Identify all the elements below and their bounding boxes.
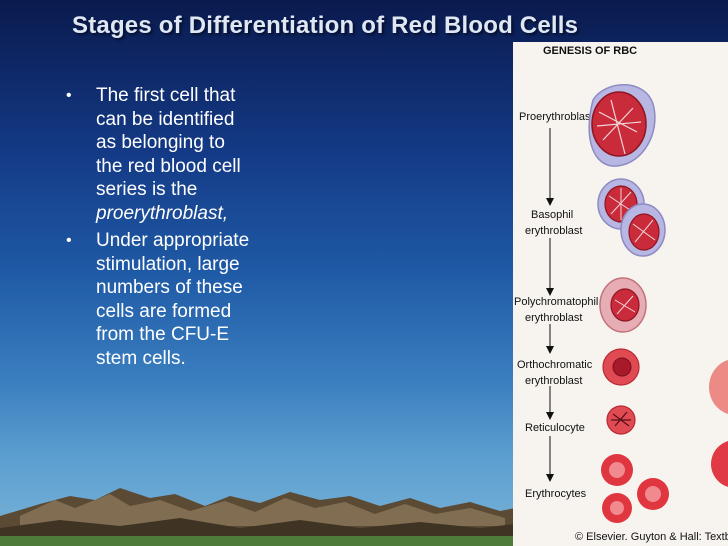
stage-label-polychromatophil: erythroblast <box>525 312 582 324</box>
basophil-erythroblast-cells <box>597 178 666 257</box>
bullet-line: as belonging to <box>96 132 225 153</box>
bullet-line: the red blood cell <box>96 155 241 177</box>
bullet-marker: • <box>66 232 72 249</box>
bullet-line: can be identified <box>96 108 235 130</box>
bullet-line: series is the <box>96 179 198 200</box>
erythrocyte-cells <box>601 454 669 523</box>
bullet-line: numbers of these <box>96 277 243 298</box>
mountain-highlights <box>20 494 505 526</box>
bullet-item: • Under appropriate stimulation, large n… <box>66 229 306 370</box>
stage-label-orthochromatic: erythroblast <box>525 375 582 387</box>
ground <box>0 536 515 546</box>
stage-label-reticulocyte: Reticulocyte <box>525 422 585 434</box>
bullet-line-italic: proerythroblast, <box>96 202 229 224</box>
bullet-line: from the CFU-E <box>96 324 230 345</box>
polychromatophil-erythroblast-cell <box>599 277 647 333</box>
bullet-line: cells are formed <box>96 300 232 322</box>
bullet-list: • The first cell that can be identified … <box>66 84 306 370</box>
stage-label-basophil: Basophil <box>531 209 573 221</box>
stage-label-basophil: erythroblast <box>525 225 582 237</box>
orthochromatic-erythroblast-cell <box>602 348 640 386</box>
stage-label-proerythroblast: Proerythroblast <box>519 111 594 123</box>
bullet-line: stimulation, large <box>96 253 240 275</box>
bullet-line: The first cell that <box>96 85 236 106</box>
bullet-line: Under appropriate <box>96 230 250 251</box>
rbc-genesis-figure: GENESIS OF RBC Proerythroblast Basophil … <box>513 42 728 546</box>
slide-title: Stages of Differentiation of Red Blood C… <box>72 12 579 39</box>
bullet-line: stem cells. <box>96 347 186 369</box>
stage-label-orthochromatic: Orthochromatic <box>517 359 593 371</box>
bullet-item: • The first cell that can be identified … <box>66 84 306 225</box>
stage-label-polychromatophil: Polychromatophil <box>514 296 598 308</box>
figure-title: GENESIS OF RBC <box>543 45 637 57</box>
stage-label-erythrocytes: Erythrocytes <box>525 488 587 500</box>
proerythroblast-cell <box>588 84 656 167</box>
reticulocyte-cell <box>606 405 636 435</box>
partial-erythrocytes <box>709 360 728 487</box>
bullet-marker: • <box>66 87 72 104</box>
figure-credit: © Elsevier. Guyton & Hall: Textbo <box>575 531 728 543</box>
mountain-landscape <box>0 488 515 546</box>
rbc-genesis-diagram: GENESIS OF RBC Proerythroblast Basophil … <box>514 45 728 543</box>
